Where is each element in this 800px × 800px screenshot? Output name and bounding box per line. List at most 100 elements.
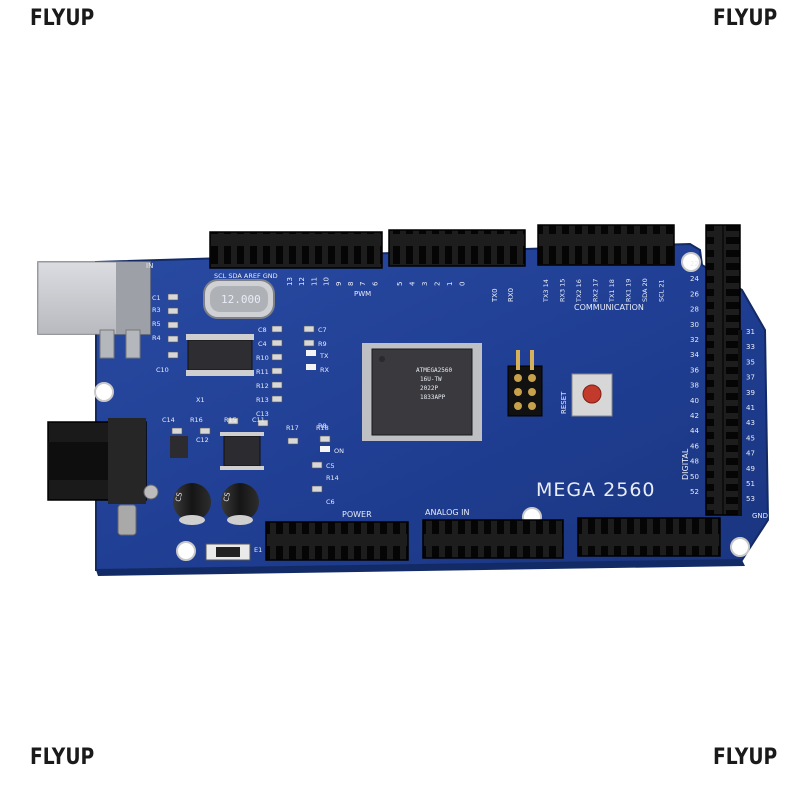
digital-pin-number: 30: [690, 321, 699, 329]
component-label: R4: [152, 334, 161, 342]
pwm-label: PWM: [354, 290, 371, 298]
digital-label: DIGITAL: [681, 448, 690, 480]
aref-label: SCL SDA AREF GND: [214, 272, 278, 280]
digital-pin-number: 39: [746, 389, 755, 397]
pwm-pin-number: 0: [459, 282, 467, 286]
watermark-bottom-right: FLYUP: [713, 745, 778, 770]
watermark-top-left: FLYUP: [30, 6, 95, 31]
component-label: C6: [326, 498, 335, 506]
component-label: X1: [196, 396, 205, 404]
header-power: [265, 521, 409, 561]
component-label: C1: [152, 294, 161, 302]
component-label: C4: [258, 340, 267, 348]
gnd-label: GND: [752, 512, 768, 520]
communication-label: COMMUNICATION: [574, 303, 644, 312]
pwm-pin-number: 10: [323, 277, 331, 286]
component-label: R3: [152, 306, 161, 314]
led-on: [320, 446, 330, 452]
communication-pin-number: TX2 16: [575, 279, 583, 303]
pwm-pin-number: 8: [347, 282, 355, 286]
header-top-middle: [388, 229, 526, 267]
led-tx: [306, 350, 316, 356]
mounting-hole: [94, 382, 114, 402]
digital-pin-number: 49: [746, 465, 755, 473]
component-label: R18: [316, 424, 329, 432]
component-label: R12: [256, 382, 269, 390]
model-label: MEGA 2560: [536, 479, 656, 501]
led-tx-label: TX: [319, 352, 329, 360]
pwm-pin-number: 4: [409, 281, 417, 286]
digital-pin-number: 35: [746, 358, 755, 366]
component-label: R14: [326, 474, 339, 482]
chip-text-1: 16U-TW: [420, 376, 442, 383]
header-analog-2: [577, 517, 721, 557]
pwm-pin-number: 9: [335, 282, 343, 286]
pwm-pin-number: 7: [359, 282, 367, 286]
digital-pin-number: 33: [746, 343, 755, 351]
component-labels: C1R3R5R4C10C8C4R10R11R12R13C13C7R9R8X1C1…: [152, 294, 339, 554]
digital-pin-number: 50: [690, 473, 699, 481]
communication-pin-number: SDA 20: [641, 278, 649, 302]
component-label: C8: [258, 326, 267, 334]
communication-pin-number: TX3 14: [542, 279, 550, 303]
header-top-left: [209, 231, 383, 269]
digital-pin-number: 52: [690, 488, 699, 496]
digital-pin-number: 22: [690, 260, 699, 268]
digital-pin-number: 31: [746, 328, 755, 336]
component-label: R17: [286, 424, 299, 432]
crystal-oscillator: 12.000: [203, 279, 275, 319]
usb-serial-chip: [186, 334, 254, 376]
regulator-chip: [220, 432, 264, 470]
digital-pin-number: 38: [690, 382, 699, 390]
communication-pin-number: RX3 15: [559, 279, 567, 302]
component-label: R15: [224, 416, 237, 424]
mounting-hole: [681, 252, 701, 272]
pwm-pin-number: 1: [446, 282, 454, 286]
component-label: R5: [152, 320, 161, 328]
chip-text-2: 2022P: [420, 385, 438, 392]
pwm-pin-number: 5: [396, 282, 404, 286]
component-label: E1: [254, 546, 262, 554]
capacitor-text-cs: CS: [222, 491, 232, 502]
smd-components: [167, 293, 331, 493]
digital-pin-number: 28: [690, 306, 699, 314]
reset-button: [571, 373, 613, 417]
communication-pin-number: RX1 19: [625, 279, 633, 302]
component-label: C11: [252, 416, 265, 424]
led-rx: [306, 364, 316, 370]
digital-pin-number: 51: [746, 480, 755, 488]
mounting-hole: [176, 541, 196, 561]
icsp-header: [507, 350, 543, 417]
digital-pin-number: 48: [690, 458, 699, 466]
capacitor-text-cs: CS: [174, 491, 184, 502]
led-rx-label: RX: [320, 366, 330, 374]
component-label: R16: [190, 416, 203, 424]
chip-text-0: ATMEGA2560: [416, 367, 453, 374]
digital-pin-number: 53: [746, 495, 755, 503]
digital-pin-number: 24: [690, 275, 699, 283]
digital-pin-number: 43: [746, 419, 755, 427]
watermark-bottom-left: FLYUP: [30, 745, 95, 770]
digital-pin-number: 41: [746, 404, 755, 412]
component-label: C13: [256, 410, 269, 418]
header-top-right: [537, 224, 675, 266]
component-label: C14: [162, 416, 175, 424]
capacitor-2: CS: [221, 483, 259, 525]
pwm-pin-number: 13: [286, 277, 294, 286]
component-label: C7: [318, 326, 327, 334]
crystal-label: 12.000: [221, 293, 261, 306]
main-microcontroller: ATMEGA2560 16U-TW 2022P 1833APP: [362, 343, 482, 441]
led-on-label: ON: [334, 447, 344, 455]
pwm-pin-number: 2: [434, 282, 442, 286]
communication-pin-number: TX1 18: [608, 279, 616, 303]
component-label: C12: [196, 436, 209, 444]
pwm-pin-number: 3: [421, 282, 429, 286]
in-label: IN: [146, 262, 153, 270]
communication-pin-number: SCL 21: [658, 279, 666, 302]
header-analog-1: [422, 519, 564, 559]
